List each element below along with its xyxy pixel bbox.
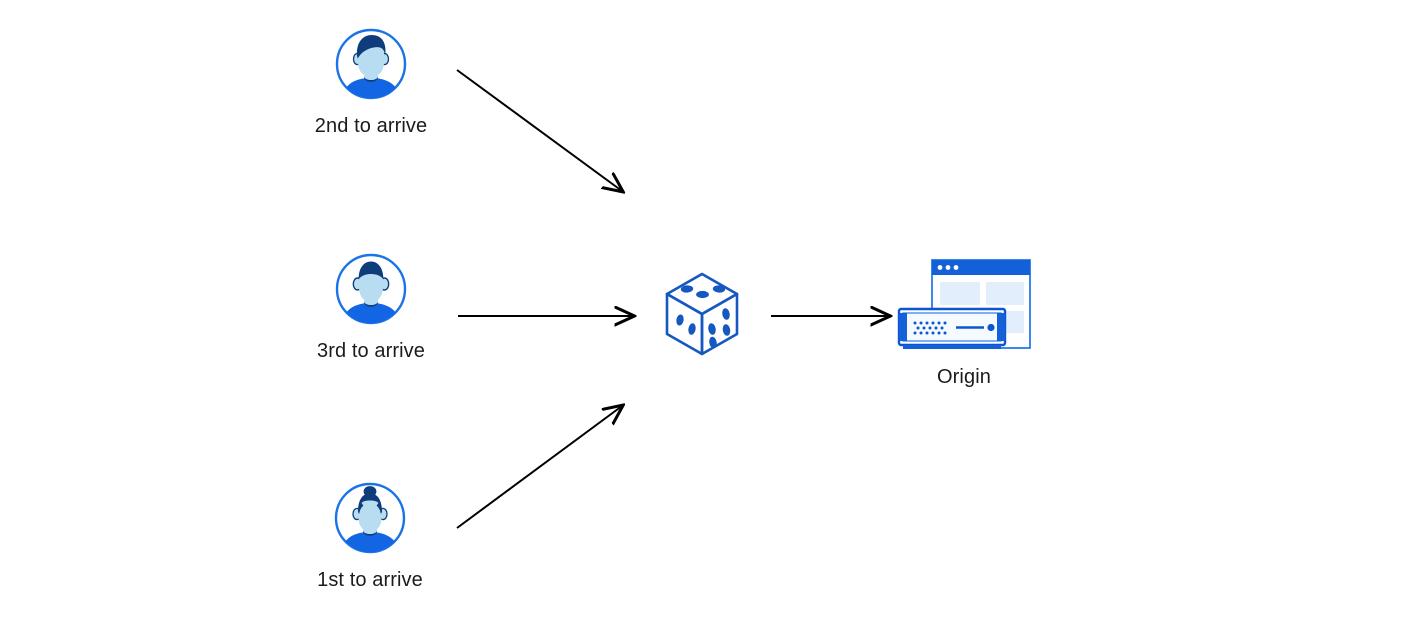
user-avatar-short-hair-icon bbox=[334, 27, 408, 101]
node-label-visitor-1st: 1st to arrive bbox=[317, 569, 423, 591]
user-avatar-buzz-hair-icon bbox=[334, 252, 408, 326]
node-load-balancer[interactable] bbox=[659, 268, 745, 360]
origin-server-browser-icon bbox=[896, 256, 1036, 356]
server-appliance bbox=[897, 307, 1007, 349]
node-label-visitor-3rd: 3rd to arrive bbox=[316, 340, 425, 362]
arrow-1st-to-dice bbox=[456, 406, 622, 529]
user-avatar-bun-hair-icon bbox=[333, 481, 407, 555]
node-origin-server[interactable]: Origin bbox=[896, 256, 1036, 388]
node-label-visitor-2nd: 2nd to arrive bbox=[314, 115, 428, 137]
dice-icon bbox=[659, 268, 745, 360]
node-label-origin: Origin bbox=[937, 366, 991, 388]
